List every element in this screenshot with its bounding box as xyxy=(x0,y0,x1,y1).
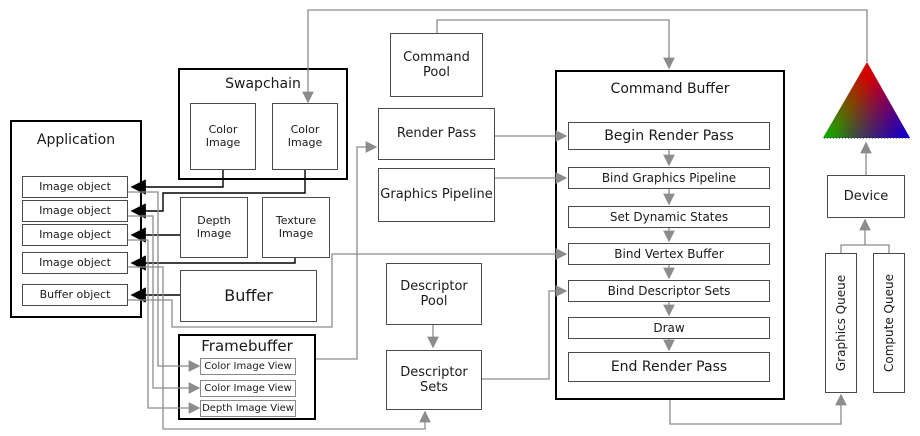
image-object-4: Image object xyxy=(22,252,128,274)
command-buffer-box: Command Buffer xyxy=(555,70,785,400)
render-pass: Render Pass xyxy=(378,108,495,160)
application-title: Application xyxy=(36,132,116,148)
swapchain-color-image-2: Color Image xyxy=(272,103,338,170)
swapchain-title: Swapchain xyxy=(225,76,301,92)
image-object-2: Image object xyxy=(22,200,128,222)
wire-textureimage-to-imageobject4 xyxy=(130,255,296,271)
descriptor-sets: Descriptor Sets xyxy=(386,350,482,410)
image-object-1: Image object xyxy=(22,176,128,198)
compute-queue: Compute Queue xyxy=(873,253,905,393)
compute-queue-label: Compute Queue xyxy=(881,274,896,372)
step-set-dynamic-states: Set Dynamic States xyxy=(568,206,770,228)
rgb-triangle xyxy=(823,62,910,139)
step-begin-render-pass: Begin Render Pass xyxy=(568,122,770,150)
step-end-render-pass: End Render Pass xyxy=(568,352,770,382)
step-bind-descriptor-sets: Bind Descriptor Sets xyxy=(568,280,770,302)
color-image-view-2: Color Image View xyxy=(200,380,296,397)
step-bind-graphics-pipeline: Bind Graphics Pipeline xyxy=(568,167,770,189)
buffer: Buffer xyxy=(180,270,317,322)
wire-queues-join xyxy=(840,244,890,253)
device: Device xyxy=(827,175,905,218)
command-buffer-title: Command Buffer xyxy=(610,81,730,97)
depth-image-view: Depth Image View xyxy=(200,400,296,417)
graphics-queue: Graphics Queue xyxy=(825,253,857,393)
wire-commandbuffer-to-graphicsqueue xyxy=(669,393,847,425)
descriptor-pool: Descriptor Pool xyxy=(386,263,482,325)
step-draw: Draw xyxy=(568,317,770,339)
color-image-view-1: Color Image View xyxy=(200,358,296,375)
wire-descriptorsets-to-binddescriptorsets xyxy=(482,285,568,380)
command-pool: Command Pool xyxy=(390,33,483,97)
image-object-3: Image object xyxy=(22,224,128,246)
texture-image: Texture Image xyxy=(262,197,330,258)
swapchain-color-image-1: Color Image xyxy=(190,103,256,170)
graphics-queue-label: Graphics Queue xyxy=(833,274,848,372)
buffer-object: Buffer object xyxy=(22,284,128,306)
depth-image: Depth Image xyxy=(180,197,248,258)
step-bind-vertex-buffer: Bind Vertex Buffer xyxy=(568,243,770,265)
graphics-pipeline: Graphics Pipeline xyxy=(378,168,495,222)
framebuffer-title: Framebuffer xyxy=(201,337,293,355)
